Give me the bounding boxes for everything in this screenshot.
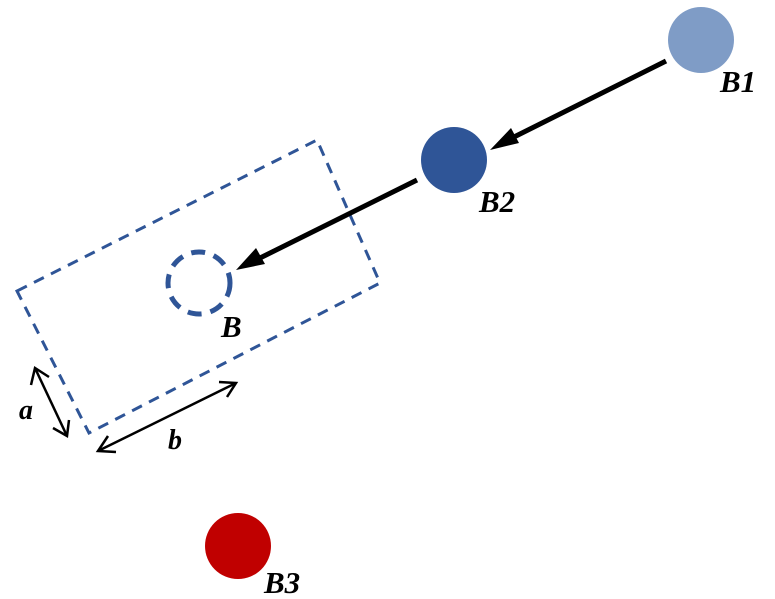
- ball-b3: [205, 513, 271, 579]
- arrow-b1-to-b2: [508, 58, 668, 142]
- label-dimension-a: a: [19, 395, 33, 426]
- search-region-rect: [14, 137, 382, 436]
- label-b3: B3: [263, 565, 300, 599]
- ball-b1: [668, 7, 734, 73]
- label-b2: B2: [478, 184, 515, 219]
- ball-b-predicted: [165, 249, 233, 317]
- dimension-a-arrow: [29, 365, 71, 439]
- label-b1: B1: [719, 64, 756, 99]
- label-b: B: [220, 309, 242, 344]
- arrow-b2-to-b: [256, 177, 419, 262]
- ball-b2: [421, 127, 487, 193]
- arrow-b1-to-b2-head: [490, 128, 519, 150]
- dimension-b-arrow: [95, 380, 239, 454]
- label-dimension-b: b: [168, 425, 182, 456]
- arrow-b2-to-b-head: [236, 248, 265, 270]
